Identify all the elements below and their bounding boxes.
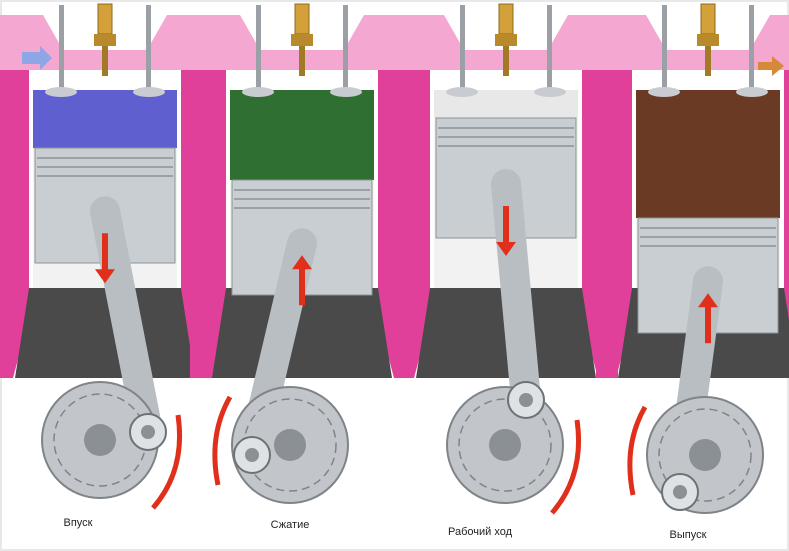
intake-valve-head [446, 87, 478, 97]
intake-valve [662, 5, 667, 93]
crankshaft-axle [84, 424, 116, 456]
exhaust-valve-head [534, 87, 566, 97]
crank-pin-center [141, 425, 155, 439]
crankshaft-axle [689, 439, 721, 471]
crank-rotation-arrow [630, 407, 645, 495]
intake-valve [460, 5, 465, 93]
spark-plug-tip [299, 46, 305, 76]
combustion-chamber [230, 90, 374, 180]
cylinder-head [596, 15, 789, 70]
intake-valve [59, 5, 64, 93]
combustion-chamber [636, 90, 780, 218]
spark-plug-base [495, 34, 517, 46]
crankcase-block [15, 288, 195, 378]
stroke-label-power: Рабочий ход [448, 526, 513, 538]
stroke-panel-exhaust: Выпуск [596, 4, 789, 541]
crankshaft-axle [274, 429, 306, 461]
exhaust-valve-head [133, 87, 165, 97]
spark-plug [701, 4, 715, 34]
spark-plug [499, 4, 513, 34]
stroke-panel-compression: Сжатие [190, 4, 414, 531]
stroke-label-intake: Впуск [64, 517, 93, 529]
spark-plug-base [291, 34, 313, 46]
crank-rotation-arrow [215, 397, 230, 485]
stroke-label-compression: Сжатие [271, 519, 310, 531]
exhaust-valve [146, 5, 151, 93]
exhaust-valve-head [736, 87, 768, 97]
stroke-panel-power: Рабочий ход [394, 4, 618, 538]
stroke-panel-intake: Впуск [0, 4, 217, 529]
spark-plug-tip [102, 46, 108, 76]
spark-plug [98, 4, 112, 34]
exhaust-valve [343, 5, 348, 93]
stroke-label-exhaust: Выпуск [670, 529, 707, 541]
intake-valve [256, 5, 261, 93]
spark-plug-tip [705, 46, 711, 76]
spark-plug [295, 4, 309, 34]
spark-plug-base [94, 34, 116, 46]
combustion-chamber [33, 90, 177, 148]
spark-plug-base [697, 34, 719, 46]
crank-pin-center [245, 448, 259, 462]
intake-valve-head [648, 87, 680, 97]
crank-pin-center [673, 485, 687, 499]
intake-valve-head [45, 87, 77, 97]
exhaust-valve-head [330, 87, 362, 97]
intake-valve-head [242, 87, 274, 97]
crankshaft-axle [489, 429, 521, 461]
spark-plug-tip [503, 46, 509, 76]
exhaust-valve [547, 5, 552, 93]
exhaust-valve [749, 5, 754, 93]
crank-pin-center [519, 393, 533, 407]
